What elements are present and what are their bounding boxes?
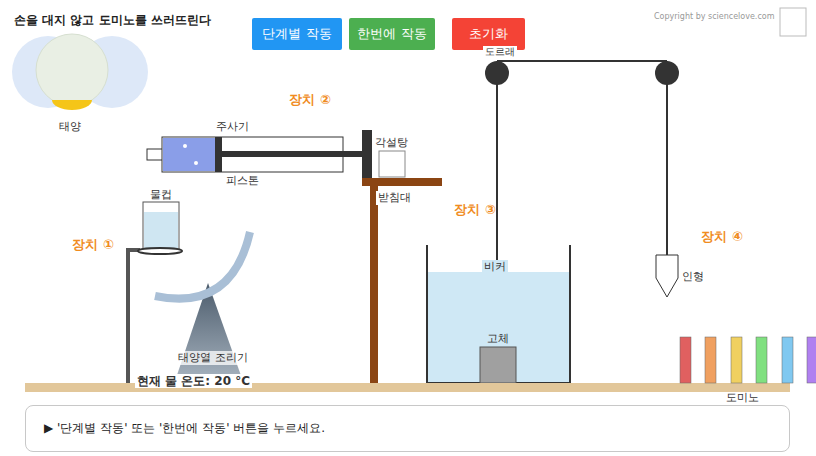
part-label: 태양열 조리기: [176, 351, 250, 364]
water-cup: [128, 202, 182, 384]
part-label: 주사기: [214, 120, 251, 133]
run-button: 한번에 작동: [349, 18, 435, 50]
part-label: 도르래: [483, 46, 517, 58]
sun: [12, 34, 148, 110]
part-label: 물컵: [148, 188, 174, 201]
page-title: 손을 대지 않고 도미노를 쓰러뜨린다: [12, 13, 213, 27]
dominoes: [680, 337, 816, 383]
part-label: 고체: [485, 332, 511, 345]
device-number: 장치 ②: [287, 92, 333, 108]
fullscreen-box: [780, 8, 806, 36]
doll: [656, 255, 678, 297]
part-label: 받침대: [376, 191, 413, 204]
node-text: 단계별 작동: [262, 25, 331, 43]
part-label: 태양: [57, 120, 83, 133]
beaker: [427, 245, 570, 383]
device-number: 장치 ①: [70, 237, 116, 253]
part-label: 도미노: [724, 391, 761, 404]
part-label: 각설탕: [373, 136, 410, 149]
part-label: 비커: [482, 260, 508, 273]
part-label: 인형: [680, 270, 706, 283]
node-text: 한번에 작동: [357, 25, 426, 43]
node-text: 초기화: [469, 25, 508, 43]
watermark: Copyright by sciencelove.com: [652, 12, 777, 22]
solar-cooker: [155, 232, 250, 384]
step-button: 단계별 작동: [252, 18, 342, 50]
node-text: ▶ '단계별 작동' 또는 '한번에 작동' 버튼을 누르세요.: [44, 420, 325, 437]
device-number: 장치 ④: [699, 229, 745, 245]
syringe: [147, 130, 372, 185]
part-label: 피스톤: [224, 174, 261, 187]
device-number: 장치 ③: [452, 202, 498, 218]
message-box: ▶ '단계별 작동' 또는 '한번에 작동' 버튼을 누르세요.: [25, 405, 790, 452]
temperature-readout: 현재 물 온도: 20 °C: [135, 374, 252, 388]
